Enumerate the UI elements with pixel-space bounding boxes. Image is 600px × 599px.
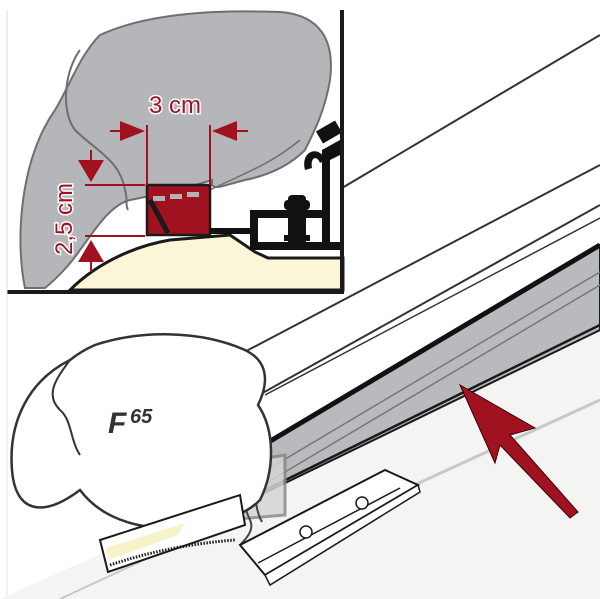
bracket-hole-1 — [299, 525, 313, 539]
logo-model: 65 — [130, 406, 153, 428]
bracket-hole-2 — [355, 496, 369, 510]
slide-direction-arrow[interactable] — [458, 383, 579, 519]
product-logo: F 65 — [108, 406, 153, 440]
inset-detail: 3 cm 2,5 cm — [6, 10, 345, 294]
logo-prefix: F — [108, 407, 127, 440]
bracket-mechanism — [210, 120, 343, 250]
roof-surface — [66, 233, 345, 292]
dimension-height-label: 2,5 cm — [51, 183, 78, 255]
awning-cross-section — [19, 10, 332, 289]
roof-line-3 — [249, 204, 600, 401]
dimension-width-label: 3 cm — [149, 92, 201, 119]
dimension-markers — [78, 121, 248, 272]
rail-block — [145, 183, 212, 237]
main-illustration: F 65 — [0, 34, 600, 599]
roof-line-4 — [264, 217, 600, 396]
